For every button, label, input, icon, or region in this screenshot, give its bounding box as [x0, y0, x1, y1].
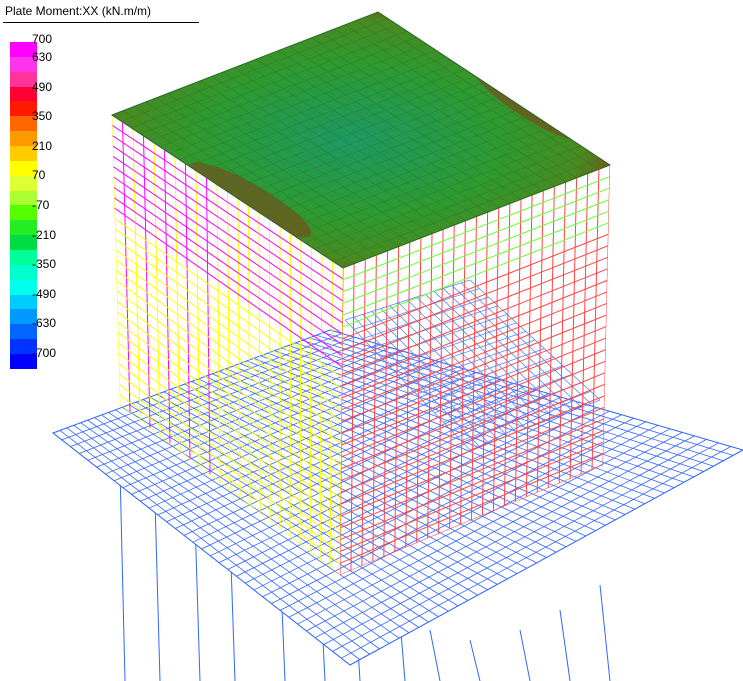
- legend-tick-label: 700: [32, 32, 53, 46]
- legend-swatch: [10, 42, 37, 57]
- legend-swatch: [10, 264, 37, 280]
- legend-title: Plate Moment:XX (kN.m/m): [5, 4, 152, 18]
- legend-swatch: [10, 190, 37, 206]
- top-plate-contour: [110, 11, 612, 269]
- legend-swatch: [10, 131, 37, 147]
- legend-swatch: [10, 56, 37, 72]
- legend-tick-label: 70: [32, 168, 46, 182]
- legend-swatch: [10, 324, 37, 340]
- legend-swatch: [10, 101, 37, 117]
- legend-swatch: [10, 235, 37, 251]
- legend-swatch: [10, 116, 37, 132]
- legend-swatch: [10, 309, 37, 325]
- legend-tick-label: -630: [32, 316, 57, 330]
- legend-swatch: [10, 205, 37, 221]
- legend-swatch: [10, 250, 37, 265]
- legend-swatch: [10, 220, 37, 236]
- legend-tick-label: -70: [32, 198, 50, 212]
- legend-swatch: [10, 354, 37, 369]
- legend-swatch: [10, 86, 37, 102]
- legend-underline: [3, 22, 199, 23]
- legend-tick-label: 490: [32, 80, 53, 94]
- legend-swatch: [10, 279, 37, 295]
- legend-swatch: [10, 339, 37, 355]
- legend-tick-label: 630: [32, 50, 53, 64]
- legend-swatch: [10, 71, 37, 87]
- legend-swatch: [10, 146, 37, 161]
- legend-tick-label: 210: [32, 139, 53, 153]
- legend-swatch: [10, 175, 37, 191]
- left-wall-mesh: [112, 115, 343, 575]
- base-slab-mesh: [51, 329, 743, 666]
- legend-tick-label: -700: [32, 346, 57, 360]
- legend-tick-label: -490: [32, 287, 57, 301]
- legend-color-bar: [10, 42, 37, 369]
- legend-tick-label: -350: [32, 257, 57, 271]
- legend-swatch: [10, 160, 37, 176]
- legend-tick-label: -210: [32, 228, 57, 242]
- legend-tick-label: 350: [32, 109, 53, 123]
- legend-swatch: [10, 294, 37, 310]
